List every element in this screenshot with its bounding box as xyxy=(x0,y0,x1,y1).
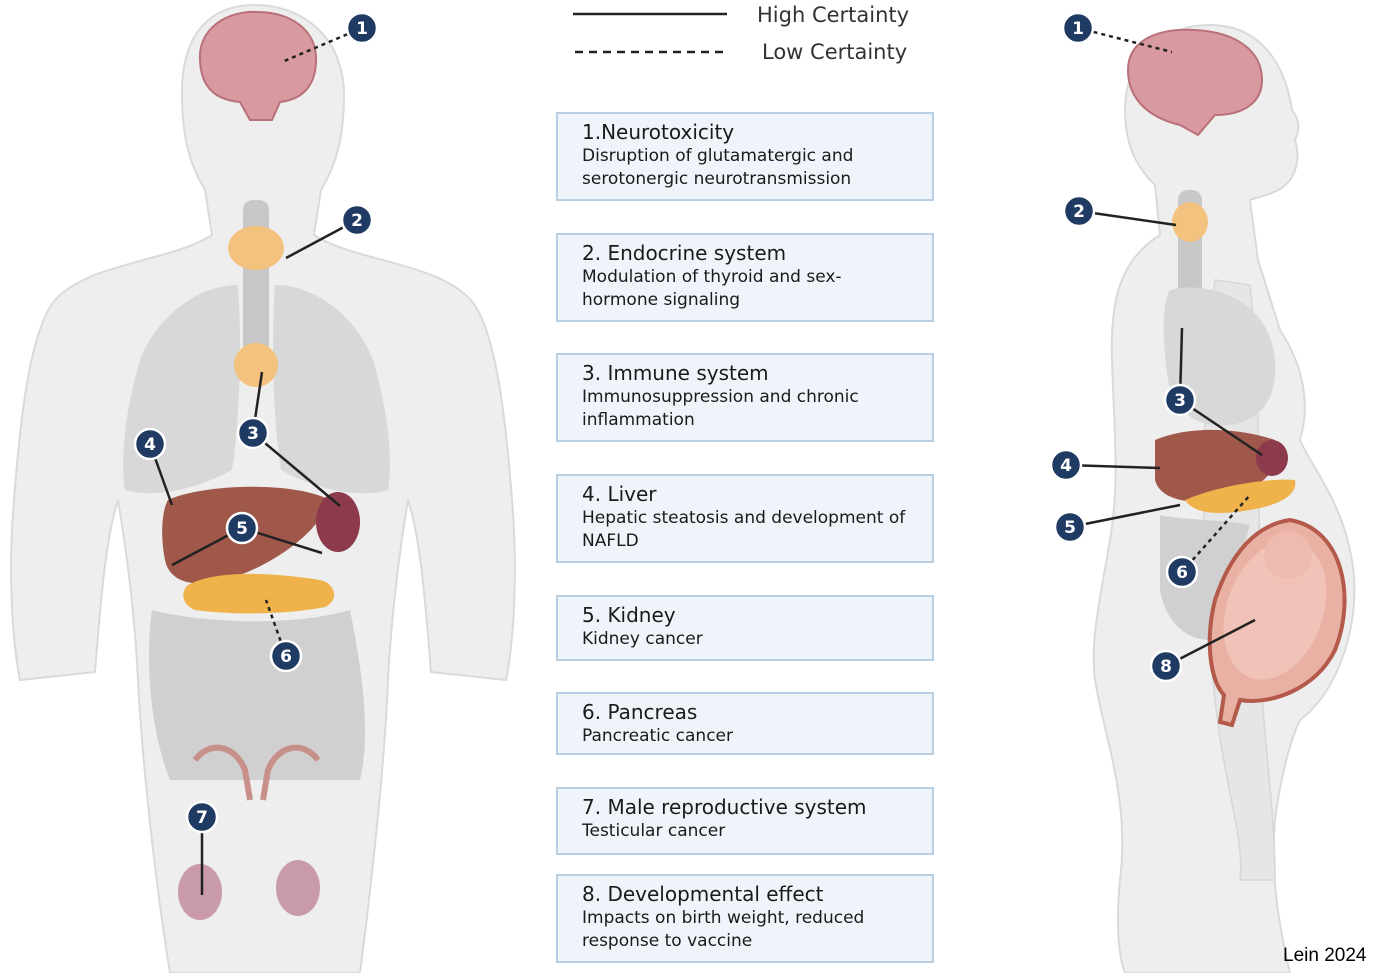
marker-number: 2 xyxy=(351,211,363,231)
marker-female-8: 8 xyxy=(1151,651,1181,681)
marker-number: 5 xyxy=(1064,518,1076,538)
marker-female-4: 4 xyxy=(1051,450,1081,480)
effect-box-immune: 3. Immune system Immunosuppression and c… xyxy=(556,353,934,442)
effect-box-developmental: 8. Developmental effect Impacts on birth… xyxy=(556,874,934,963)
male-testis-left xyxy=(178,864,222,920)
marker-number: 6 xyxy=(1176,563,1188,583)
marker-number: 4 xyxy=(1060,456,1072,476)
effect-box-pancreas: 6. Pancreas Pancreatic cancer xyxy=(556,692,934,755)
marker-male-2: 2 xyxy=(342,205,372,235)
marker-male-6: 6 xyxy=(271,641,301,671)
effect-title: 4. Liver xyxy=(582,482,932,507)
male-intestines xyxy=(149,610,365,780)
marker-number: 2 xyxy=(1073,202,1085,222)
effect-description: Kidney cancer xyxy=(582,628,912,651)
marker-male-7: 7 xyxy=(187,802,217,832)
male-kidney xyxy=(316,492,360,552)
effect-title: 8. Developmental effect xyxy=(582,882,932,907)
marker-number: 8 xyxy=(1160,657,1172,677)
effect-description: Disruption of glutamatergic and serotone… xyxy=(582,145,912,191)
effect-description: Impacts on birth weight, reduced respons… xyxy=(582,907,912,953)
female-body xyxy=(1094,25,1355,973)
marker-female-6: 6 xyxy=(1167,557,1197,587)
effect-description: Pancreatic cancer xyxy=(582,725,912,748)
credit-text: Lein 2024 xyxy=(1283,945,1366,967)
effect-title: 7. Male reproductive system xyxy=(582,795,932,820)
male-testis-right xyxy=(276,860,320,916)
marker-number: 7 xyxy=(196,808,208,828)
effect-title: 6. Pancreas xyxy=(582,700,932,725)
marker-number: 1 xyxy=(356,19,368,39)
marker-male-1: 1 xyxy=(347,13,377,43)
marker-male-3: 3 xyxy=(238,418,268,448)
effect-description: Testicular cancer xyxy=(582,820,912,843)
female-thyroid xyxy=(1172,202,1208,242)
marker-number: 6 xyxy=(280,647,292,667)
effect-description: Immunosuppression and chronic inflammati… xyxy=(582,386,912,432)
effect-description: Hepatic steatosis and development of NAF… xyxy=(582,507,912,553)
female-kidney xyxy=(1256,440,1288,476)
marker-number: 5 xyxy=(236,519,248,539)
marker-male-5: 5 xyxy=(227,513,257,543)
fetus-head xyxy=(1264,531,1312,579)
effect-description: Modulation of thyroid and sex-hormone si… xyxy=(582,266,912,312)
effect-title: 1.Neurotoxicity xyxy=(582,120,932,145)
marker-number: 1 xyxy=(1072,19,1084,39)
effect-box-liver: 4. Liver Hepatic steatosis and developme… xyxy=(556,474,934,563)
legend-high-label: High Certainty xyxy=(757,3,909,27)
effect-box-male-reproductive: 7. Male reproductive system Testicular c… xyxy=(556,787,934,855)
marker-number: 3 xyxy=(1174,391,1186,411)
effect-title: 5. Kidney xyxy=(582,603,932,628)
effect-box-endocrine: 2. Endocrine system Modulation of thyroi… xyxy=(556,233,934,322)
marker-female-1: 1 xyxy=(1063,13,1093,43)
male-thymus xyxy=(234,343,278,387)
marker-female-2: 2 xyxy=(1064,196,1094,226)
effect-title: 2. Endocrine system xyxy=(582,241,932,266)
marker-number: 4 xyxy=(144,435,156,455)
legend-low-label: Low Certainty xyxy=(762,40,907,64)
marker-number: 3 xyxy=(247,424,259,444)
male-thyroid xyxy=(228,226,284,270)
effect-box-kidney: 5. Kidney Kidney cancer xyxy=(556,595,934,661)
marker-female-5: 5 xyxy=(1055,512,1085,542)
effect-box-neurotoxicity: 1.Neurotoxicity Disruption of glutamater… xyxy=(556,112,934,201)
marker-male-4: 4 xyxy=(135,429,165,459)
male-pancreas xyxy=(183,574,334,614)
male-body xyxy=(11,5,515,973)
marker-female-3: 3 xyxy=(1165,385,1195,415)
effect-title: 3. Immune system xyxy=(582,361,932,386)
